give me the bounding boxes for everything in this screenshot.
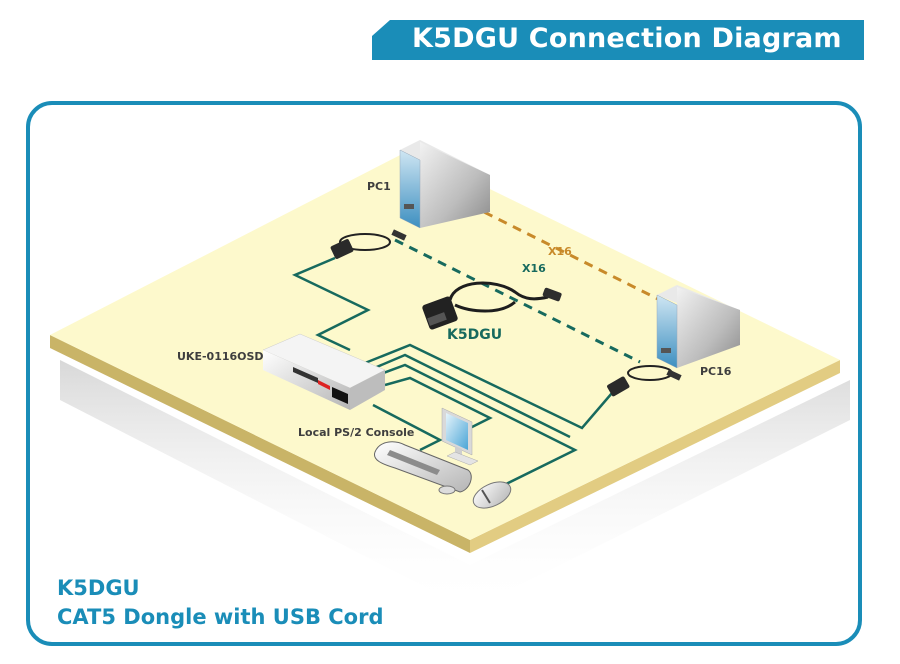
caption-description: CAT5 Dongle with USB Cord [57,605,384,629]
dongle-pc16-icon [607,365,682,397]
cable-switch-to-keyboard [372,403,443,452]
kvm-switch-icon [262,333,386,410]
switch-label: UKE-0116OSD [177,350,264,363]
monitor-icon [441,407,479,466]
board-edge-right [470,360,840,553]
cable-switch-to-mouse [377,363,578,489]
count-green-label: X16 [522,262,546,275]
cable-switch-to-pc16-a [359,343,613,430]
link-pc1-pc16-orange [469,203,661,302]
page-title: K5DGU Connection Diagram [412,23,842,54]
pc16-tower-icon [656,285,740,369]
keyboard-icon [373,441,472,495]
cable-switch-to-pc1 [291,256,371,352]
dongle-label: K5DGU [447,327,503,343]
count-orange-label: X16 [548,245,572,258]
board-shadow [60,360,850,610]
pc1-label: PC1 [367,180,391,193]
pc1-tower-icon [399,140,490,229]
title-banner-shape [372,20,864,60]
mouse-icon [472,481,512,509]
diagram-frame [26,101,862,646]
board-surface [50,150,840,540]
cable-switch-to-pc16-b [364,353,571,439]
link-dongles-green-dashed [394,238,641,364]
caption: K5DGU CAT5 Dongle with USB Cord [57,574,384,632]
dongle-pc1-icon [330,229,407,259]
caption-model: K5DGU [57,576,140,600]
console-label: Local PS/2 Console [298,426,415,439]
cable-switch-to-monitor [384,376,493,430]
k5dgu-dongle-icon [422,281,562,330]
title-banner: K5DGU Connection Diagram [372,20,864,60]
board-edge-left [50,335,470,553]
cat5-cables [291,256,613,489]
pc16-label: PC16 [700,365,732,378]
